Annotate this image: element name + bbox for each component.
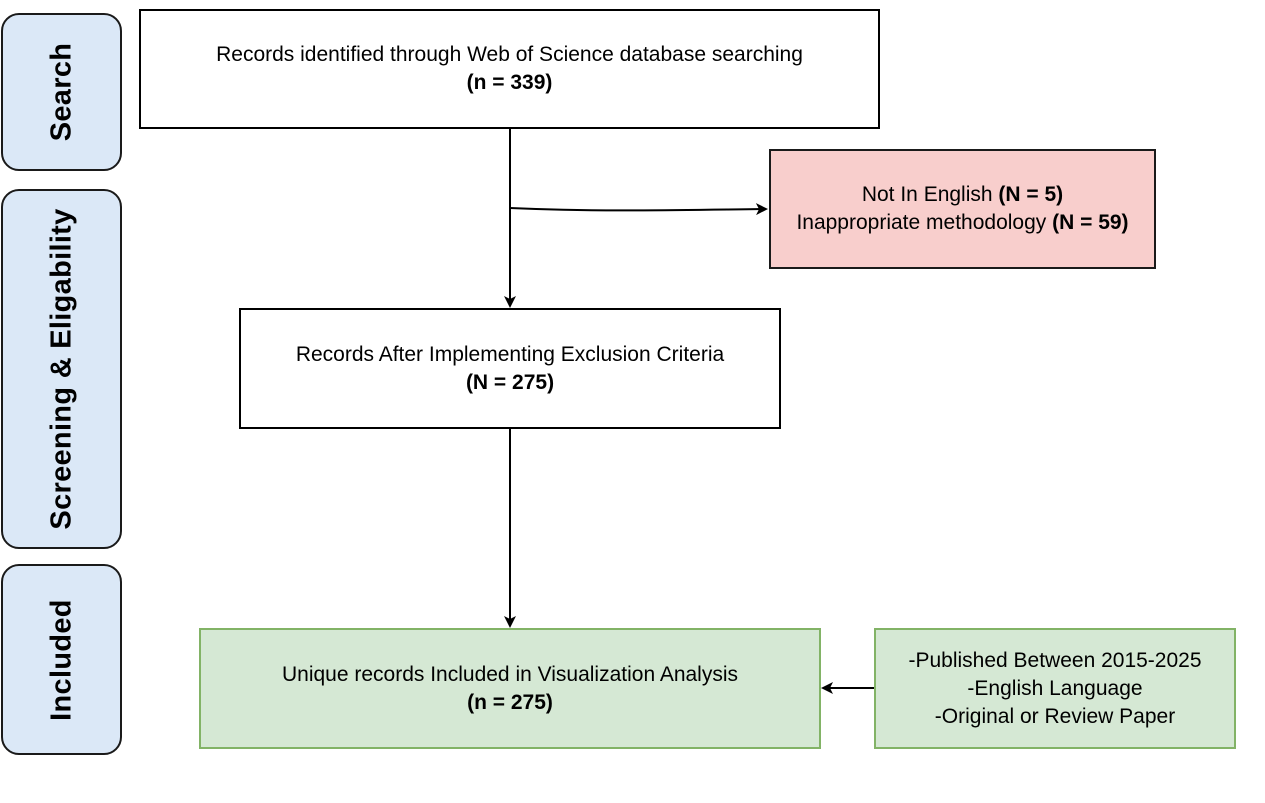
exclusion-methodology-text: Inappropriate methodology	[796, 211, 1053, 234]
exclusion-not-english-text: Not In English	[861, 183, 999, 206]
identification-text: Records identified through Web of Scienc…	[216, 43, 803, 66]
exclusion-not-english-count: (N = 5)	[998, 183, 1064, 206]
exclusions-box: Not In English (N = 5) Inappropriate met…	[769, 149, 1156, 269]
after-exclusion-text: Records After Implementing Exclusion Cri…	[295, 342, 725, 366]
arrow-to-exclusions	[509, 203, 768, 216]
exclusion-methodology: Inappropriate methodology (N = 59)	[796, 209, 1128, 237]
exclusion-not-english: Not In English (N = 5)	[862, 181, 1063, 209]
exclusion-methodology-count: (N = 59)	[1052, 211, 1129, 234]
inclusion-criteria-box: -Published Between 2015-2025 -English La…	[874, 628, 1236, 749]
stage-included: Included	[1, 564, 122, 755]
criteria-paper-type: -Original or Review Paper	[934, 704, 1176, 728]
criteria-published-years: -Published Between 2015-2025	[908, 648, 1202, 672]
included-records-box: Unique records Included in Visualization…	[199, 628, 821, 749]
after-exclusion-count: (N = 275)	[465, 370, 555, 394]
after-exclusion-box: Records After Implementing Exclusion Cri…	[239, 308, 781, 429]
criteria-english-language: -English Language	[967, 676, 1143, 700]
stage-screening-eligibility: Screening & Eligability	[1, 189, 122, 549]
included-records-text: Unique records Included in Visualization…	[281, 662, 739, 686]
stage-search: Search	[1, 13, 122, 171]
identification-count: (n = 339)	[466, 71, 553, 94]
included-records-count: (n = 275)	[467, 690, 553, 714]
identification-box: Records identified through Web of Scienc…	[139, 9, 880, 129]
